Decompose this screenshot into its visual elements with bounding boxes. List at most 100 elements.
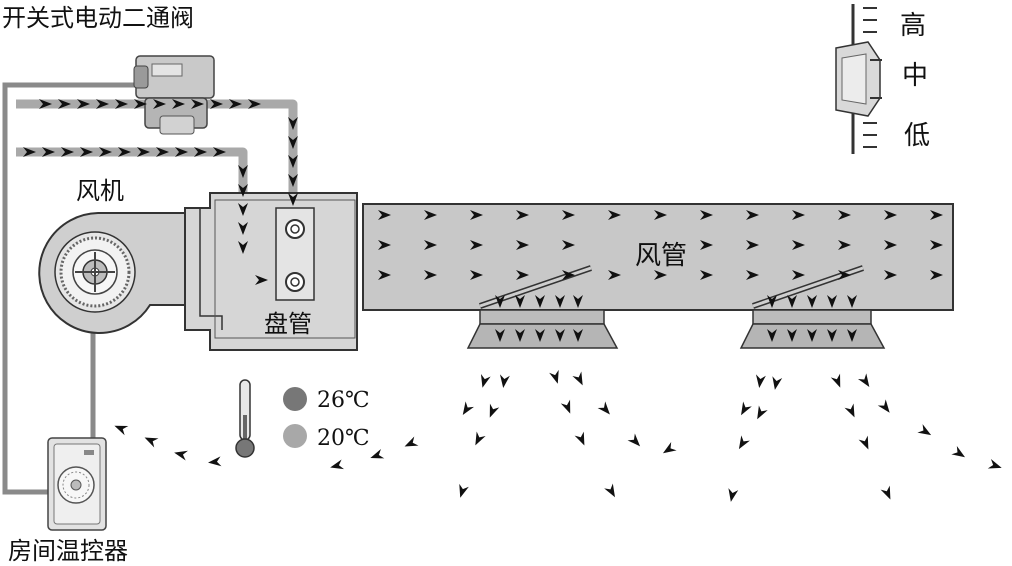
duct-airflow-arrow — [792, 270, 805, 280]
duct-airflow-arrow — [378, 270, 391, 280]
speed-high-label: 高 — [900, 11, 926, 41]
temp-high-dot — [283, 387, 307, 411]
duct-airflow-arrow — [930, 240, 943, 250]
diffuser-arrow — [535, 329, 545, 342]
supply-flow-arrow — [58, 99, 71, 109]
return-flow-arrow — [255, 275, 268, 285]
discharge-arrow — [857, 373, 870, 387]
supply-flow-arrow — [115, 99, 128, 109]
diffuser-arrow — [515, 295, 525, 308]
supply-flow-arrow — [39, 99, 52, 109]
duct-airflow-arrow — [884, 240, 897, 250]
return-flow-arrow — [156, 147, 169, 157]
thermostat-label: 房间温控器 — [8, 537, 128, 565]
coil-label: 盘管 — [264, 310, 312, 338]
return-flow-arrow — [238, 222, 248, 235]
diffuser-arrow — [847, 295, 857, 308]
duct-airflow-arrow — [516, 210, 529, 220]
discharge-arrow — [604, 483, 615, 498]
valve-label: 开关式电动二通阀 — [2, 4, 194, 32]
return-flow-arrow — [23, 147, 36, 157]
return-flow-arrow — [194, 147, 207, 157]
fan-speed-switch — [835, 4, 882, 154]
diffuser-arrow — [807, 295, 817, 308]
return-flow-arrow — [137, 147, 150, 157]
return-air-arrow — [370, 448, 385, 459]
thermometer-icon — [235, 379, 255, 458]
duct-airflow-arrow — [470, 210, 483, 220]
duct-airflow-arrow — [608, 210, 621, 220]
diffuser-arrow — [515, 329, 525, 342]
control-wires — [2, 82, 135, 495]
discharge-arrow — [738, 435, 750, 450]
supply-flow-arrow — [210, 99, 223, 109]
duct-airflow-arrow — [424, 240, 437, 250]
duct-airflow-arrow — [608, 270, 621, 280]
discharge-arrow — [741, 401, 752, 416]
discharge-arrow — [858, 435, 869, 450]
return-flow-arrow — [238, 184, 248, 197]
return-air-arrow — [208, 456, 222, 467]
supply-flow-arrow — [134, 99, 147, 109]
electric-valve — [133, 55, 215, 135]
supply-flow-arrow — [288, 193, 298, 206]
supply-flow-arrow — [248, 99, 261, 109]
diffuser-arrow — [573, 295, 583, 308]
return-air-arrow — [144, 437, 159, 448]
discharge-arrow — [772, 376, 783, 390]
discharge-arrow — [951, 445, 966, 458]
supply-flow-arrow — [288, 155, 298, 168]
discharge-arrow — [757, 405, 768, 420]
valve-wire — [2, 82, 135, 495]
discharge-arrow — [572, 371, 583, 386]
supply-flow-arrow — [153, 99, 166, 109]
discharge-arrow — [844, 403, 855, 418]
diffuser-arrow — [495, 295, 505, 308]
duct-airflow-arrow — [562, 270, 575, 280]
supply-flow-arrow — [172, 99, 185, 109]
diffuser-arrow — [807, 329, 817, 342]
diffuser-arrow — [555, 329, 565, 342]
duct-airflow-arrow — [746, 210, 759, 220]
return-flow-arrow — [118, 147, 131, 157]
duct-airflow-arrow — [838, 210, 851, 220]
discharge-arrow — [549, 369, 559, 384]
duct-airflow-arrow — [424, 210, 437, 220]
air-duct — [362, 203, 954, 311]
discharge-arrow — [475, 431, 486, 446]
discharge-arrow — [574, 431, 585, 446]
supply-flow-arrow — [288, 117, 298, 130]
duct-airflow-arrow — [700, 240, 713, 250]
duct-airflow-arrow — [654, 210, 667, 220]
discharge-arrow — [560, 399, 571, 414]
diffuser-arrow — [573, 329, 583, 342]
return-air-arrow — [404, 436, 419, 447]
return-air-arrow — [330, 459, 345, 470]
duct-airflow-arrow — [838, 240, 851, 250]
duct-airflow-arrow — [654, 270, 667, 280]
diffuser-arrow — [787, 329, 797, 342]
diffuser-arrow — [767, 329, 777, 342]
diffuser-arrow — [787, 295, 797, 308]
diffuser-arrow — [847, 329, 857, 342]
discharge-arrow — [627, 433, 641, 447]
discharge-arrow — [499, 374, 510, 388]
fan — [38, 212, 186, 334]
airflow-and-water-arrows — [23, 99, 1002, 502]
duct-airflow-arrow — [700, 210, 713, 220]
duct-airflow-arrow — [930, 270, 943, 280]
temp-low-dot — [283, 424, 307, 448]
duct-airflow-arrow — [378, 240, 391, 250]
temp-low-label: 20℃ — [317, 426, 370, 451]
speed-mid-label: 中 — [902, 61, 928, 91]
supply-flow-arrow — [77, 99, 90, 109]
return-flow-arrow — [238, 165, 248, 178]
diffuser-arrow — [555, 295, 565, 308]
supply-flow-arrow — [96, 99, 109, 109]
return-flow-arrow — [42, 147, 55, 157]
duct-airflow-arrow — [884, 270, 897, 280]
return-flow-arrow — [80, 147, 93, 157]
return-air-arrow — [114, 425, 129, 436]
speed-low-label: 低 — [904, 121, 930, 151]
